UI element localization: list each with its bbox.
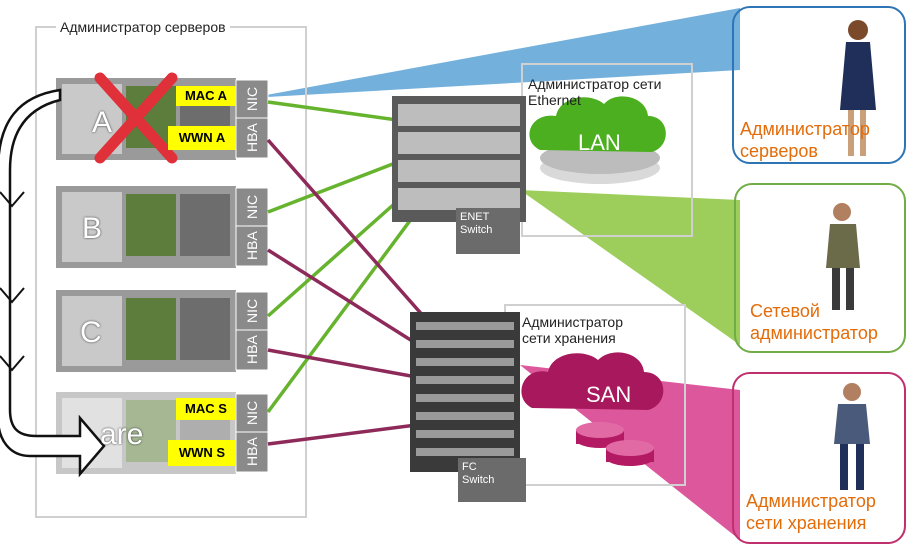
nic-label-b: NIC bbox=[244, 194, 260, 220]
server-admin-beam bbox=[250, 8, 740, 98]
wwn-a-tag: WWN A bbox=[168, 126, 236, 150]
server-letter-spare: are bbox=[100, 418, 144, 451]
server-letter-b: B bbox=[82, 212, 103, 245]
storage-admin-person-icon bbox=[834, 383, 870, 490]
hba-label-b: HBA bbox=[244, 231, 260, 261]
failure-x-icon bbox=[94, 72, 178, 164]
fc-switch-label: FC Switch bbox=[458, 458, 526, 502]
lan-cloud bbox=[529, 96, 666, 184]
nic-label-s: NIC bbox=[244, 400, 260, 426]
san-cloud-label: SAN bbox=[586, 382, 632, 407]
arrow-chevrons bbox=[0, 191, 25, 372]
port-strips bbox=[235, 79, 269, 473]
enet-switch-label-line1: ENET bbox=[460, 211, 490, 223]
fc-switch bbox=[410, 312, 520, 472]
enet-switch-label: ENET Switch bbox=[456, 208, 520, 254]
network-admin-person-icon bbox=[826, 203, 860, 310]
mac-s-tag: MAC S bbox=[176, 398, 236, 420]
network-admin-caption-line2: администратор bbox=[750, 323, 878, 343]
lan-cloud-label: LAN bbox=[578, 130, 621, 155]
san-cloud bbox=[521, 352, 664, 466]
wwn-s-tag: WWN S bbox=[168, 440, 236, 466]
mac-a-tag: MAC A bbox=[176, 86, 236, 106]
server-admin-caption-line1: Администратор bbox=[740, 119, 870, 139]
network-admin-caption-line1: Сетевой bbox=[750, 301, 820, 321]
hba-label-a: HBA bbox=[244, 123, 260, 153]
server-admin-box bbox=[732, 6, 906, 164]
ethernet-admin-title: Администратор сети Ethernet bbox=[528, 76, 662, 108]
storage-admin-title-line1: Администратор bbox=[522, 314, 624, 330]
storage-admin-caption-line2: сети хранения bbox=[746, 513, 867, 533]
server-admin-caption: Администратор серверов bbox=[740, 118, 870, 162]
hba-label-s: HBA bbox=[244, 437, 260, 467]
hba-label-c: HBA bbox=[244, 335, 260, 365]
server-b bbox=[56, 186, 236, 268]
network-admin-caption: Сетевой администратор bbox=[750, 300, 878, 344]
failover-arrow bbox=[0, 88, 106, 478]
nic-label-a: NIC bbox=[244, 86, 260, 112]
storage-admin-title: Администратор сети хранения bbox=[522, 314, 682, 346]
storage-admin-caption-line1: Администратор bbox=[746, 491, 876, 511]
server-letter-a: A bbox=[92, 106, 113, 139]
server-letter-c: C bbox=[80, 316, 102, 349]
fc-switch-label-line1: FC bbox=[462, 461, 477, 473]
server-admin-person-icon bbox=[840, 20, 876, 156]
enet-switch-label-line2: Switch bbox=[460, 224, 493, 236]
enet-switch bbox=[392, 96, 526, 222]
storage-admin-caption: Администратор сети хранения bbox=[746, 490, 876, 534]
storage-admin-box bbox=[732, 372, 906, 544]
server-c bbox=[56, 290, 236, 372]
storage-admin-title-line2: сети хранения bbox=[522, 330, 616, 346]
server-admin-area-title: Администратор серверов bbox=[56, 19, 230, 35]
fc-switch-label-line2: Switch bbox=[462, 474, 495, 486]
server-admin-caption-line2: серверов bbox=[740, 141, 818, 161]
network-admin-box bbox=[734, 183, 906, 353]
nic-label-c: NIC bbox=[244, 298, 260, 324]
